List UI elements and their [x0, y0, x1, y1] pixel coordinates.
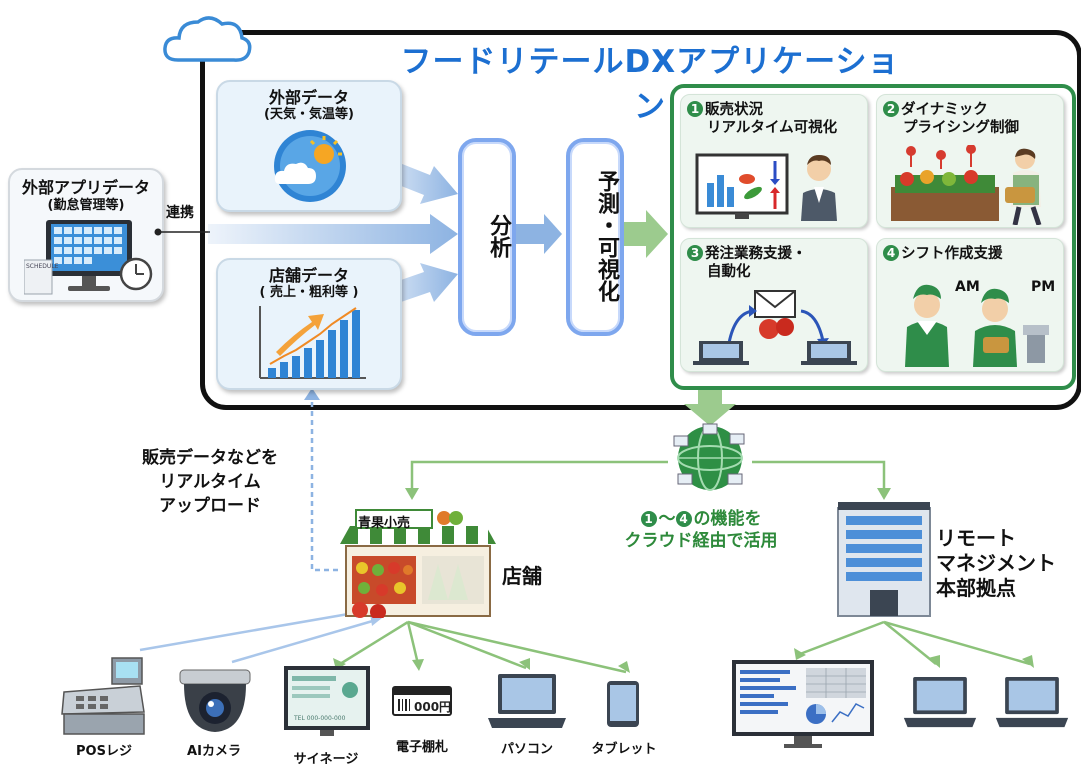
ai-camera-icon [178, 668, 252, 740]
shelf-price: 000円 [414, 700, 451, 714]
cloud-note-line1: の機能を [693, 509, 762, 529]
app-title: フードリテールDXアプリケーション [400, 44, 900, 125]
hq-pc-icon-1 [902, 674, 978, 736]
auto-order-icon [689, 287, 861, 371]
external-data-card: 外部データ (天気・気温等) [216, 80, 402, 212]
store-icon [338, 508, 498, 622]
cloud-globe-icon [668, 420, 752, 500]
pm-label: PM [1031, 279, 1056, 295]
store-data-card: 店舗データ ( 売上・粗利等 ) [216, 258, 402, 390]
prediction-box: 予測・可視化 [566, 138, 624, 336]
upload-note: 販売データなどを リアルタイム アップロード [110, 446, 310, 518]
external-data-title: 外部データ [268, 88, 349, 107]
hq-dashboard-monitor-icon [730, 658, 876, 754]
feature-3-line1: 発注業務支援・ [705, 246, 807, 262]
cloud-note-num-4: 4 [675, 511, 692, 527]
hq-line3: 本部拠点 [936, 576, 1016, 600]
upload-note-line3: アップロード [159, 496, 261, 516]
external-data-subtitle: (天気・気温等) [264, 107, 354, 122]
hq-pc-icon-2 [994, 674, 1070, 736]
store-sign: 青果小売 [358, 516, 411, 531]
cloud-note-line2: クラウド経由で活用 [624, 531, 778, 551]
hq-building-icon [836, 500, 932, 622]
upload-note-line1: 販売データなどを [142, 448, 278, 468]
analysis-label: 分析 [486, 214, 511, 258]
weather-icon [258, 124, 358, 210]
cloud-note-num-1: 1 [640, 511, 657, 527]
cloud-icon [160, 10, 252, 72]
electronic-shelf-label-icon: 000円 [392, 686, 452, 720]
pos-label: POSレジ [76, 744, 132, 759]
pc-icon [486, 672, 568, 736]
schedule-monitor-icon: SCHEDULE [23, 218, 154, 300]
feature-4-line1: シフト作成支援 [901, 246, 1003, 262]
shelf-label-label: 電子棚札 [395, 740, 448, 755]
feature-number-4: 4 [883, 245, 899, 261]
tablet-icon [606, 680, 640, 732]
signage-icon: TEL 000-000-000 [282, 664, 372, 742]
signage-label: サイネージ [293, 752, 359, 767]
pos-register-icon [58, 656, 150, 740]
feature-number-3: 3 [687, 245, 703, 261]
feature-number-2: 2 [883, 101, 899, 117]
store-data-subtitle: ( 売上・粗利等 ) [259, 285, 359, 300]
hq-line1: リモート [936, 526, 1016, 550]
hq-line2: マネジメント [936, 551, 1056, 575]
feature-2-line1: ダイナミック [901, 102, 988, 118]
growth-chart-icon [258, 304, 368, 384]
analysis-box: 分析 [458, 138, 516, 336]
am-label: AM [955, 279, 980, 295]
feature-1-line2: リアルタイム可視化 [707, 120, 838, 136]
hq-label: リモート マネジメント 本部拠点 [936, 526, 1056, 601]
link-label: 連携 [166, 205, 194, 221]
signage-tel: TEL 000-000-000 [293, 715, 346, 722]
link-connector [154, 228, 210, 236]
tablet-label: タブレット [591, 742, 657, 757]
external-app-subtitle: (勤怠管理等) [47, 198, 125, 213]
shift-staff-icon [887, 275, 1057, 371]
dynamic-pricing-icon [887, 144, 1055, 229]
feature-3-line2: 自動化 [707, 264, 751, 280]
schedule-tag: SCHEDULE [26, 263, 59, 270]
feature-1-line1: 販売状況 [705, 102, 763, 118]
store-label: 店舗 [502, 564, 542, 588]
external-app-title: 外部アプリデータ [21, 178, 150, 197]
prediction-label: 予測・可視化 [594, 170, 619, 302]
feature-number-1: 1 [687, 101, 703, 117]
pc-label: パソコン [500, 742, 553, 757]
external-app-card: 外部アプリデータ (勤怠管理等) SCHEDULE [8, 168, 164, 302]
feature-2-line2: プライシング制御 [903, 120, 1019, 136]
realtime-monitor-icon [695, 147, 855, 227]
camera-label: AIカメラ [187, 744, 241, 759]
upload-note-line2: リアルタイム [159, 472, 261, 492]
store-data-title: 店舗データ [268, 266, 349, 285]
